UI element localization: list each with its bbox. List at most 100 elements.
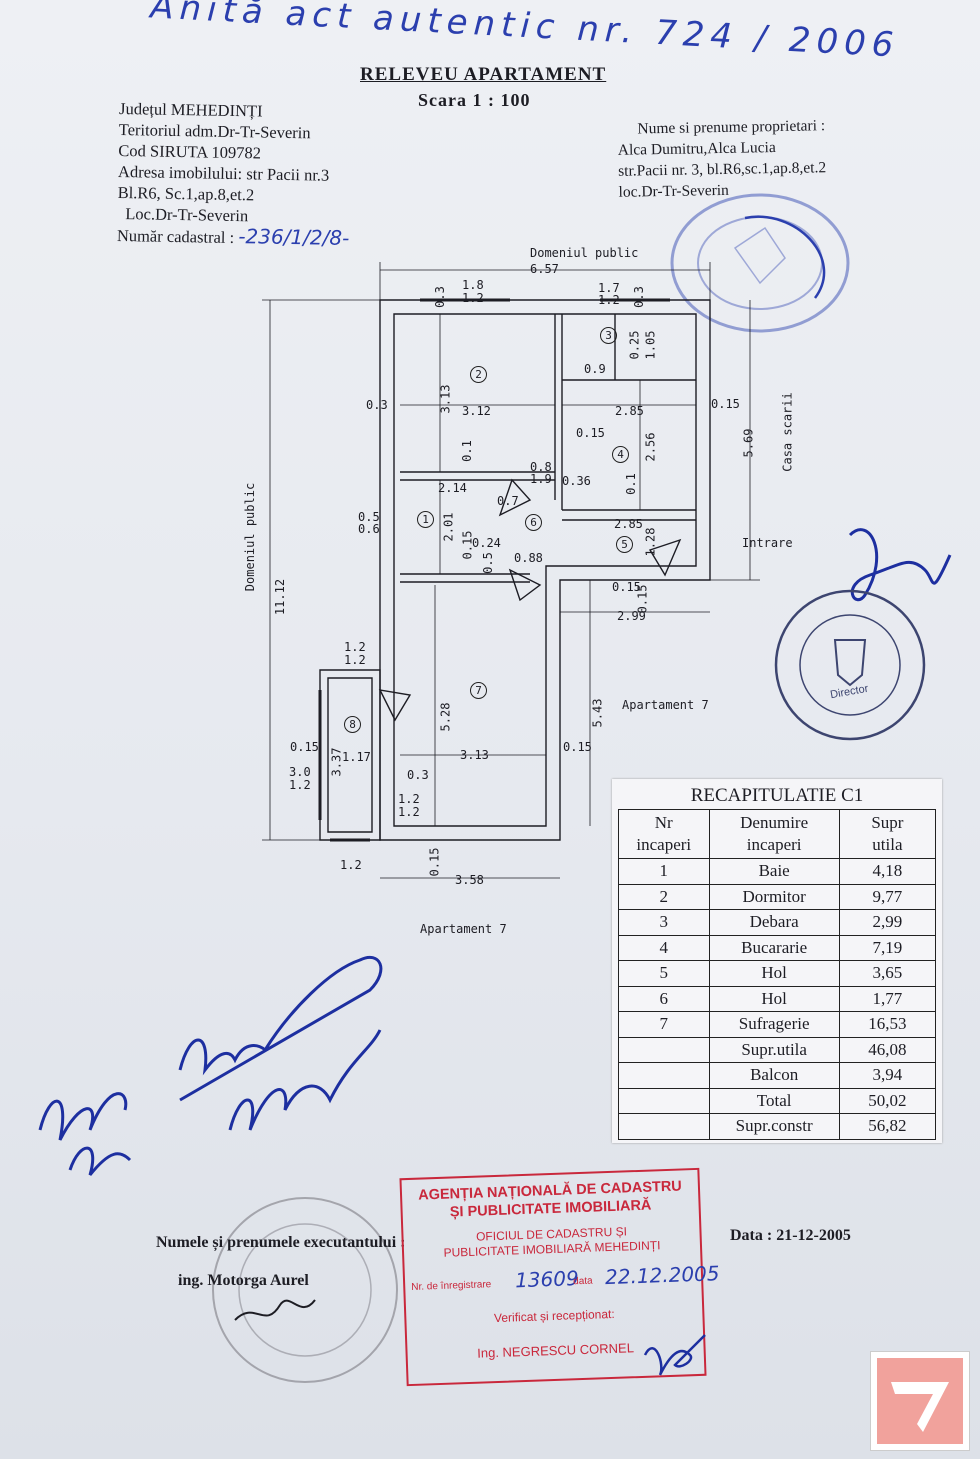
recap-title: RECAPITULATIE C1	[690, 785, 864, 806]
dim-window: 1.2	[398, 792, 420, 806]
dim-wall: 0.15	[427, 847, 442, 877]
recap-header: Denumire incaperi	[708, 809, 840, 859]
dim-r4-width: 2.85	[615, 404, 644, 418]
recap-header: Supr utila	[838, 809, 937, 859]
ancpi-round-stamp	[774, 589, 926, 741]
executant-name: ing. Motorga Aurel	[178, 1272, 309, 1289]
recap-panel: RECAPITULATIE C1 Nr incaperi Denumire in…	[612, 779, 942, 1143]
table-cell: Bucararie	[708, 934, 840, 961]
dim-window: 1.2	[340, 858, 362, 872]
dim-wall: 0.15	[711, 397, 740, 411]
dim-r1-height: 2.01	[441, 512, 456, 542]
table-cell: 3	[618, 909, 710, 936]
stamp-reg-label: Nr. de înregistrare	[411, 1279, 492, 1293]
table-cell: 50,02	[838, 1087, 937, 1114]
table-cell: 6	[618, 985, 710, 1012]
dim-bottom-width: 3.58	[455, 873, 484, 887]
dim-wall: 0.25	[627, 330, 642, 360]
dim-wall: 0.5	[480, 552, 495, 574]
dim-lower-width: 2.99	[617, 609, 646, 623]
table-cell: Debara	[708, 909, 840, 936]
dim-r3-height: 1.05	[643, 330, 658, 360]
dim-door: 0.9	[584, 362, 606, 376]
property-info: Județul MEHEDINȚI Teritoriul adm.Dr-Tr-S…	[117, 98, 352, 250]
table-cell: Hol	[708, 985, 840, 1012]
document-title: RELEVEU APARTAMENT	[360, 64, 607, 85]
dim-r1-width: 2.14	[438, 481, 467, 495]
dim-window: 1.2	[344, 640, 366, 654]
table-cell: Sufragerie	[708, 1011, 840, 1038]
public-domain-left-label: Domeniul public	[243, 482, 258, 592]
recap-header: Nr incaperi	[618, 809, 710, 859]
table-cell: Baie	[708, 858, 840, 885]
table-cell	[618, 1087, 710, 1114]
table-cell: Supr.constr	[708, 1113, 840, 1140]
table-cell: 56,82	[838, 1113, 937, 1140]
dim-r4-height: 2.56	[643, 432, 658, 462]
table-cell: 9,77	[838, 883, 937, 910]
verifier-signature	[643, 1334, 706, 1376]
dim-window: 0.5	[358, 510, 380, 524]
dim-wall: 0.3	[366, 398, 388, 412]
logo-icon	[877, 1358, 963, 1444]
dim-wall: 0.24	[472, 536, 501, 550]
dim-window: 1.7	[598, 281, 620, 295]
table-cell: Supr.utila	[708, 1036, 840, 1063]
dim-r7-outer: 5.43	[590, 698, 605, 728]
room-number: 4	[612, 446, 629, 463]
stamp-reg-date: 22.12.2005	[604, 1261, 720, 1290]
dim-r2-height: 3.13	[438, 384, 453, 414]
dim-window: 1.2	[344, 653, 366, 667]
executant-label: Numele și prenumele executantului :	[156, 1234, 406, 1251]
dim-door: 1.9	[530, 472, 552, 486]
dim-wall: 0.15	[290, 740, 319, 754]
entrance-label: Intrare	[742, 536, 793, 550]
watermark-logo	[870, 1351, 970, 1451]
cadastral-label: Număr cadastral :	[116, 225, 235, 248]
dim-window: 1.2	[462, 291, 484, 305]
table-cell: 3,65	[838, 960, 937, 987]
room-number: 7	[470, 682, 487, 699]
dim-r5-height: 1.28	[643, 527, 658, 557]
room-number: 3	[600, 327, 617, 344]
dim-wall: 0.3	[631, 286, 646, 308]
handwritten-note: Anită act autentic nr. 724 / 2006	[149, 0, 901, 66]
public-domain-top-label: Domeniul public	[530, 246, 639, 260]
dim-top-total: 6.57	[530, 262, 559, 276]
table-cell: 1	[618, 858, 710, 885]
dim-left-total: 11.12	[273, 578, 288, 616]
recap-table: Nr incaperi Denumire incaperi Supr utila…	[618, 809, 937, 1140]
dim-hall-width: 0.88	[514, 551, 543, 565]
table-cell	[618, 1062, 710, 1089]
table-cell: 5	[618, 960, 710, 987]
dim-window: 1.2	[398, 805, 420, 819]
room-number: 8	[344, 716, 361, 733]
table-cell: 3,94	[838, 1062, 937, 1089]
dim-window: 0.6	[358, 522, 380, 536]
dim-r5-width: 2.85	[614, 517, 643, 531]
dim-wall: 0.15	[612, 580, 641, 594]
table-cell: 7	[618, 1011, 710, 1038]
notary-round-stamp	[670, 193, 850, 333]
table-cell: 16,53	[838, 1011, 937, 1038]
dim-wall: 0.1	[459, 440, 474, 462]
dim-wall: 0.15	[563, 740, 592, 754]
table-cell: 1,77	[838, 985, 937, 1012]
table-cell: 46,08	[838, 1036, 937, 1063]
room-number: 6	[525, 514, 542, 531]
dim-wall: 0.36	[562, 474, 591, 488]
stamp-reg-date-label: data	[572, 1275, 593, 1288]
room-number: 5	[616, 536, 633, 553]
owners-address: str.Pacii nr. 3, bl.R6,sc.1,ap.8,et.2	[618, 159, 827, 180]
table-cell: Balcon	[708, 1062, 840, 1089]
apartment7-bottom-label: Apartament 7	[420, 922, 507, 936]
document-date: Data : 21-12-2005	[730, 1227, 851, 1244]
